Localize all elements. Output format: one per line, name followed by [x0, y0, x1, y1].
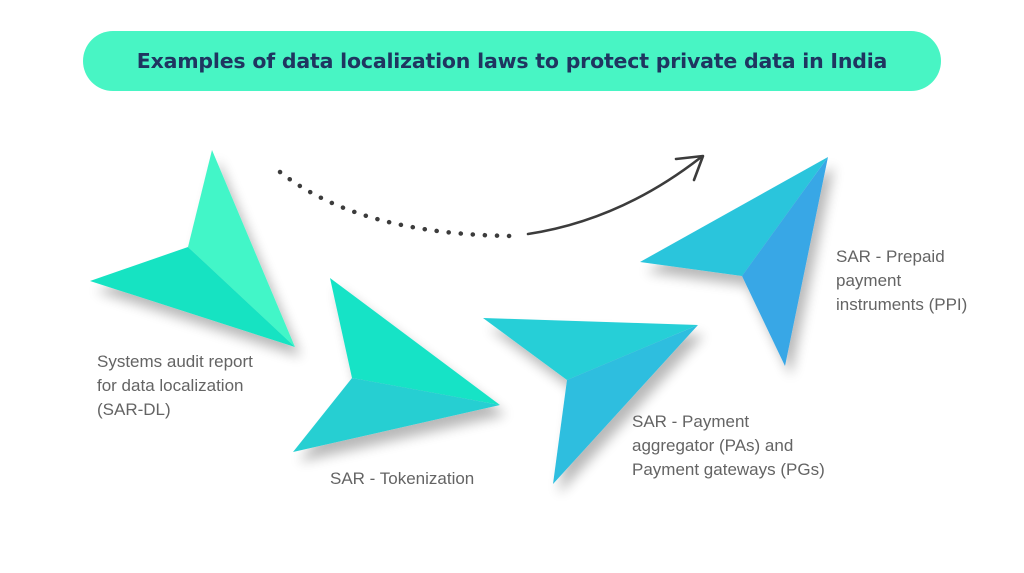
plane-1-bottom [90, 247, 295, 347]
paper-plane-icon [483, 318, 698, 484]
label-line: Payment gateways (PGs) [632, 460, 825, 479]
plane-4-top [640, 157, 828, 276]
label-line: aggregator (PAs) and [632, 436, 794, 455]
label-line: (SAR-DL) [97, 400, 171, 419]
plane-2-top [330, 278, 500, 405]
page-title: Examples of data localization laws to pr… [136, 49, 888, 73]
label-line: SAR - Tokenization [330, 469, 475, 488]
plane-2-bottom [293, 378, 500, 452]
plane-3-bottom [553, 325, 698, 484]
paper-plane-icon [640, 157, 828, 366]
plane-3-top [483, 318, 698, 380]
label-line: for data localization [97, 376, 244, 395]
plane-1-top [188, 150, 295, 347]
label-line: SAR - Prepaid [836, 247, 945, 266]
paper-plane-icon [293, 278, 500, 452]
step-label-sar-dl: Systems audit report for data localizati… [97, 350, 253, 422]
title-banner: Examples of data localization laws to pr… [83, 31, 941, 91]
dotted-curved-arrow-icon [277, 154, 705, 239]
label-line: payment [836, 271, 902, 290]
label-line: instruments (PPI) [836, 295, 968, 314]
step-label-ppi: SAR - Prepaid payment instruments (PPI) [836, 245, 967, 317]
plane-4-bottom [742, 157, 828, 366]
label-line: SAR - Payment [632, 412, 750, 431]
label-line: Systems audit report [97, 352, 253, 371]
step-label-tokenization: SAR - Tokenization [330, 467, 474, 491]
paper-plane-icon [90, 150, 295, 347]
step-label-payment-aggregator: SAR - Payment aggregator (PAs) and Payme… [632, 410, 825, 482]
